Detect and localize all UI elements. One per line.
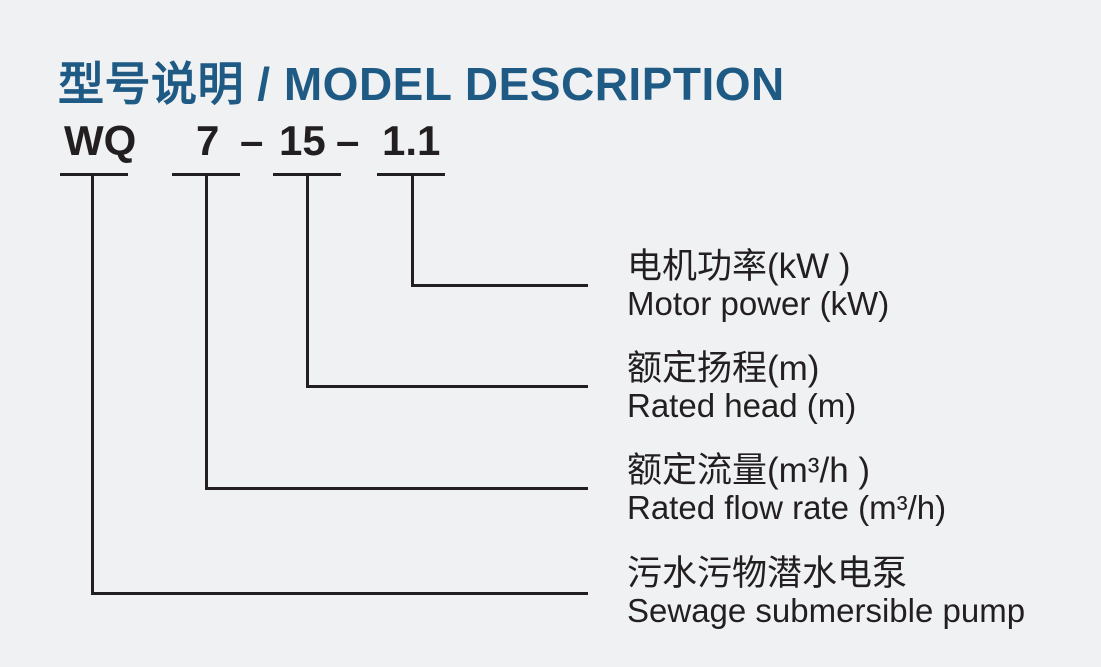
annotation-motor-power-zh: 电机功率(kW ) — [627, 247, 851, 286]
model-code-flow-value: 7 — [196, 117, 220, 164]
model-code-separator: – — [336, 117, 360, 164]
model-code-prefix: WQ — [64, 117, 137, 164]
model-code-head-value: 15 — [279, 117, 326, 164]
annotation-motor-power: 电机功率(kW ) Motor power (kW) — [627, 247, 889, 321]
annotation-pump-type-en: Sewage submersible pump — [627, 592, 1026, 629]
underline-head — [273, 173, 341, 176]
leader-line-pump — [91, 176, 588, 595]
annotation-rated-flow: 额定流量(m³/h ) Rated flow rate (m³/h) — [627, 451, 946, 525]
annotation-motor-power-en: Motor power (kW) — [627, 285, 890, 322]
annotation-rated-head: 额定扬程(m) Rated head (m) — [627, 349, 856, 423]
annotation-rated-flow-en: Rated flow rate (m³/h) — [627, 489, 947, 526]
annotation-rated-flow-zh: 额定流量(m³/h ) — [627, 451, 871, 490]
underline-flow — [172, 173, 240, 176]
leader-line-flow — [205, 176, 588, 490]
annotation-rated-head-en: Rated head (m) — [627, 387, 857, 424]
annotation-pump-type: 污水污物潜水电泵 Sewage submersible pump — [627, 554, 1025, 628]
annotation-pump-type-zh: 污水污物潜水电泵 — [627, 554, 908, 593]
leader-line-power — [411, 176, 588, 287]
page-title: 型号说明 / MODEL DESCRIPTION — [58, 58, 785, 110]
underline-power — [377, 173, 445, 176]
leader-line-head — [306, 176, 588, 388]
annotation-rated-head-zh: 额定扬程(m) — [627, 349, 820, 388]
model-code-power-value: 1.1 — [382, 117, 441, 164]
model-code-separator: – — [240, 117, 264, 164]
underline-prefix — [60, 173, 128, 176]
